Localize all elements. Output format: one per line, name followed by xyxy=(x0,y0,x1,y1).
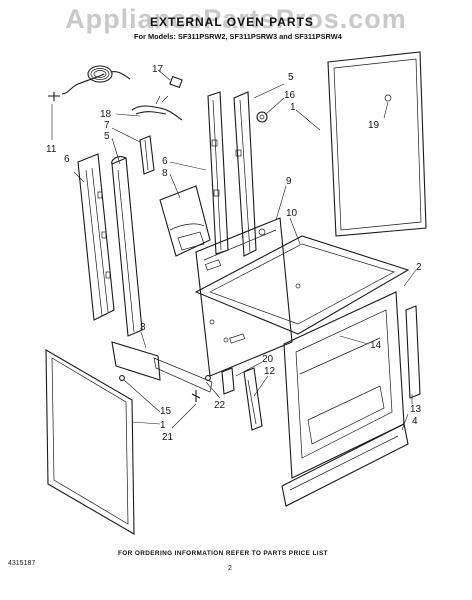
callout-5-right: 5 xyxy=(288,72,294,83)
callout-10: 10 xyxy=(286,208,298,219)
callout-1-top: 1 xyxy=(290,102,296,113)
callout-3: 3 xyxy=(140,322,146,333)
callout-6-right: 6 xyxy=(162,156,168,167)
callout-1-bottom: 1 xyxy=(160,420,166,431)
callout-5-left: 5 xyxy=(104,131,110,142)
callout-22: 22 xyxy=(214,400,226,411)
terminal-clip xyxy=(169,75,183,89)
diagram-title: EXTERNAL OVEN PARTS xyxy=(150,15,314,29)
callout-16: 16 xyxy=(284,90,296,101)
callout-8: 8 xyxy=(162,168,168,179)
document-part-number: 4315187 xyxy=(8,560,36,567)
callout-17: 17 xyxy=(152,64,164,75)
right-rear-channels xyxy=(207,91,257,257)
power-cord xyxy=(48,65,131,101)
callout-14: 14 xyxy=(370,340,382,351)
page-number: 2 xyxy=(228,565,232,572)
callout-21: 21 xyxy=(162,432,174,443)
callout-20: 20 xyxy=(262,354,274,365)
callout-12: 12 xyxy=(264,366,276,377)
callout-4: 4 xyxy=(412,416,418,427)
callout-15: 15 xyxy=(160,406,172,417)
top-panel xyxy=(194,235,410,335)
oven-side-panel xyxy=(195,217,293,377)
callout-9: 9 xyxy=(286,176,292,187)
callout-18: 18 xyxy=(100,109,112,120)
callout-13: 13 xyxy=(410,404,422,415)
model-list: For Models: SF311PSRW2, SF311PSRW3 and S… xyxy=(134,32,342,41)
front-frame xyxy=(283,291,405,479)
leader-lines xyxy=(51,69,417,431)
callout-labels: 17 18 7 5 11 6 6 8 5 16 1 19 9 10 2 14 3… xyxy=(46,64,422,443)
callout-11: 11 xyxy=(46,144,57,155)
callout-2: 2 xyxy=(416,262,422,273)
hinge-bracket xyxy=(221,367,263,431)
side-trim-strip xyxy=(405,305,421,399)
grommet xyxy=(256,111,268,123)
callout-6-left: 6 xyxy=(64,154,70,165)
kick-strip xyxy=(281,423,409,507)
left-inner-channel xyxy=(111,156,143,337)
watermark-text: AppliancePartsPros.com xyxy=(65,4,407,34)
door-outer-frame xyxy=(45,349,135,535)
screws xyxy=(119,375,211,402)
left-side-rail xyxy=(77,153,115,321)
callout-7: 7 xyxy=(104,120,110,131)
wire-harness xyxy=(131,95,183,121)
rear-panel xyxy=(327,51,427,237)
bottom-trim xyxy=(111,341,213,393)
ordering-note: FOR ORDERING INFORMATION REFER TO PARTS … xyxy=(118,550,328,557)
small-bracket xyxy=(139,135,155,175)
callout-19: 19 xyxy=(368,120,380,131)
heat-shield-panel xyxy=(159,185,211,257)
